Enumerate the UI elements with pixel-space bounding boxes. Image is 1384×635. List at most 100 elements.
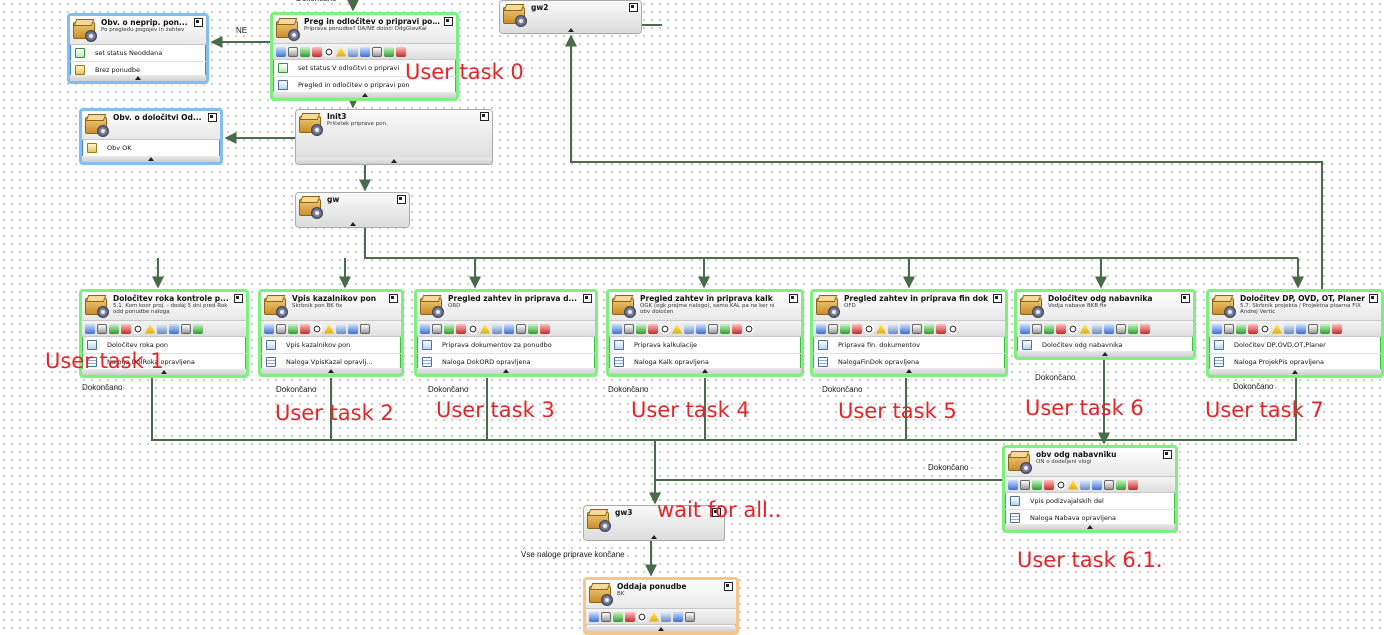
- toolbar-tool-icon[interactable]: [432, 323, 442, 334]
- expand-icon[interactable]: [234, 294, 243, 303]
- node-action-row[interactable]: Priprava kalkulacije: [609, 337, 801, 354]
- expand-icon[interactable]: [389, 294, 398, 303]
- collapse-handle[interactable]: [82, 369, 246, 375]
- expand-icon[interactable]: [993, 294, 1002, 303]
- toolbar-tool-icon[interactable]: [744, 323, 754, 334]
- toolbar-tool-icon[interactable]: [637, 611, 647, 622]
- toolbar-tool-icon[interactable]: [1236, 323, 1246, 334]
- expand-icon[interactable]: [444, 17, 453, 26]
- toolbar-tool-icon[interactable]: [396, 46, 406, 57]
- toolbar-tool-icon[interactable]: [1080, 323, 1090, 334]
- toolbar-tool-icon[interactable]: [1008, 479, 1018, 490]
- toolbar-tool-icon[interactable]: [936, 323, 946, 334]
- toolbar-tool-icon[interactable]: [420, 323, 430, 334]
- toolbar-tool-icon[interactable]: [360, 323, 370, 334]
- toolbar-tool-icon[interactable]: [900, 323, 910, 334]
- node-gw3[interactable]: gw3: [583, 505, 725, 541]
- toolbar-tool-icon[interactable]: [85, 323, 95, 334]
- toolbar-tool-icon[interactable]: [864, 323, 874, 334]
- collapse-handle[interactable]: [500, 27, 641, 33]
- expand-icon[interactable]: [397, 195, 406, 204]
- toolbar-tool-icon[interactable]: [348, 46, 358, 57]
- node-gw2[interactable]: gw2: [499, 0, 642, 34]
- collapse-handle[interactable]: [273, 92, 456, 98]
- toolbar-tool-icon[interactable]: [157, 323, 167, 334]
- expand-icon[interactable]: [480, 112, 489, 121]
- toolbar-tool-icon[interactable]: [336, 323, 346, 334]
- toolbar-tool-icon[interactable]: [1296, 323, 1306, 334]
- toolbar-tool-icon[interactable]: [948, 323, 958, 334]
- toolbar-tool-icon[interactable]: [696, 323, 706, 334]
- collapse-handle[interactable]: [813, 368, 1005, 374]
- toolbar-tool-icon[interactable]: [360, 46, 370, 57]
- toolbar-tool-icon[interactable]: [1272, 323, 1282, 334]
- expand-icon[interactable]: [712, 508, 721, 517]
- toolbar-tool-icon[interactable]: [672, 323, 682, 334]
- toolbar-tool-icon[interactable]: [888, 323, 898, 334]
- toolbar-tool-icon[interactable]: [1104, 479, 1114, 490]
- toolbar-tool-icon[interactable]: [312, 46, 322, 57]
- toolbar-tool-icon[interactable]: [1116, 323, 1126, 334]
- collapse-handle[interactable]: [261, 368, 401, 374]
- expand-icon[interactable]: [194, 18, 203, 27]
- toolbar-tool-icon[interactable]: [1320, 323, 1330, 334]
- toolbar-tool-icon[interactable]: [1044, 479, 1054, 490]
- toolbar-tool-icon[interactable]: [648, 323, 658, 334]
- toolbar-tool-icon[interactable]: [1020, 479, 1030, 490]
- collapse-handle[interactable]: [82, 156, 220, 162]
- node-action-row[interactable]: Vpis kazalnikov pon: [261, 337, 401, 354]
- expand-icon[interactable]: [1181, 294, 1190, 303]
- toolbar-tool-icon[interactable]: [1308, 323, 1318, 334]
- toolbar-tool-icon[interactable]: [1140, 323, 1150, 334]
- toolbar-tool-icon[interactable]: [324, 323, 334, 334]
- toolbar-tool-icon[interactable]: [456, 323, 466, 334]
- toolbar-tool-icon[interactable]: [816, 323, 826, 334]
- toolbar-tool-icon[interactable]: [684, 323, 694, 334]
- expand-icon[interactable]: [789, 294, 798, 303]
- toolbar-tool-icon[interactable]: [1128, 479, 1138, 490]
- toolbar-tool-icon[interactable]: [661, 611, 671, 622]
- node-action-row[interactable]: Določitev roka pon: [82, 337, 246, 354]
- toolbar-tool-icon[interactable]: [636, 323, 646, 334]
- toolbar-tool-icon[interactable]: [708, 323, 718, 334]
- toolbar-tool-icon[interactable]: [601, 611, 611, 622]
- toolbar-tool-icon[interactable]: [145, 323, 155, 334]
- toolbar-tool-icon[interactable]: [1044, 323, 1054, 334]
- toolbar-tool-icon[interactable]: [1248, 323, 1258, 334]
- toolbar-tool-icon[interactable]: [288, 323, 298, 334]
- expand-icon[interactable]: [583, 294, 592, 303]
- toolbar-tool-icon[interactable]: [649, 611, 659, 622]
- toolbar-tool-icon[interactable]: [1056, 479, 1066, 490]
- toolbar-tool-icon[interactable]: [912, 323, 922, 334]
- toolbar-tool-icon[interactable]: [121, 323, 131, 334]
- toolbar-tool-icon[interactable]: [1032, 479, 1042, 490]
- collapse-handle[interactable]: [417, 368, 595, 374]
- expand-icon[interactable]: [629, 3, 638, 12]
- node-action-row[interactable]: Priprava dokumentov za ponudbo: [417, 337, 595, 354]
- collapse-handle[interactable]: [1209, 369, 1381, 375]
- node-action-row[interactable]: Določitev DP,OVD,OT,Planer: [1209, 337, 1381, 354]
- toolbar-tool-icon[interactable]: [1092, 479, 1102, 490]
- toolbar-tool-icon[interactable]: [1080, 479, 1090, 490]
- toolbar-tool-icon[interactable]: [685, 611, 695, 622]
- toolbar-tool-icon[interactable]: [1032, 323, 1042, 334]
- toolbar-tool-icon[interactable]: [181, 323, 191, 334]
- toolbar-tool-icon[interactable]: [540, 323, 550, 334]
- collapse-handle[interactable]: [70, 75, 206, 81]
- toolbar-tool-icon[interactable]: [444, 323, 454, 334]
- toolbar-tool-icon[interactable]: [1128, 323, 1138, 334]
- toolbar-tool-icon[interactable]: [264, 323, 274, 334]
- collapse-handle[interactable]: [1017, 351, 1193, 357]
- toolbar-tool-icon[interactable]: [312, 323, 322, 334]
- toolbar-tool-icon[interactable]: [324, 46, 334, 57]
- toolbar-tool-icon[interactable]: [1056, 323, 1066, 334]
